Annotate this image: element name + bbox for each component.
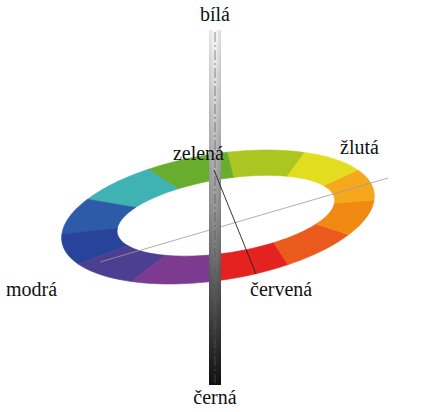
color-label: černá xyxy=(193,386,236,408)
color-label: červená xyxy=(250,278,312,300)
center-line xyxy=(215,32,216,383)
leader-line xyxy=(214,170,256,274)
hue-segment xyxy=(227,140,307,184)
grey-axis xyxy=(209,30,221,385)
color-label: žlutá xyxy=(340,136,379,158)
grey-axis-shade xyxy=(209,30,221,385)
axis-line xyxy=(100,178,388,262)
color-label: zelená xyxy=(173,142,224,164)
color-label: bílá xyxy=(200,3,230,25)
hue-segment xyxy=(313,197,378,240)
color-label: modrá xyxy=(6,278,57,300)
hue-segment xyxy=(129,247,223,294)
